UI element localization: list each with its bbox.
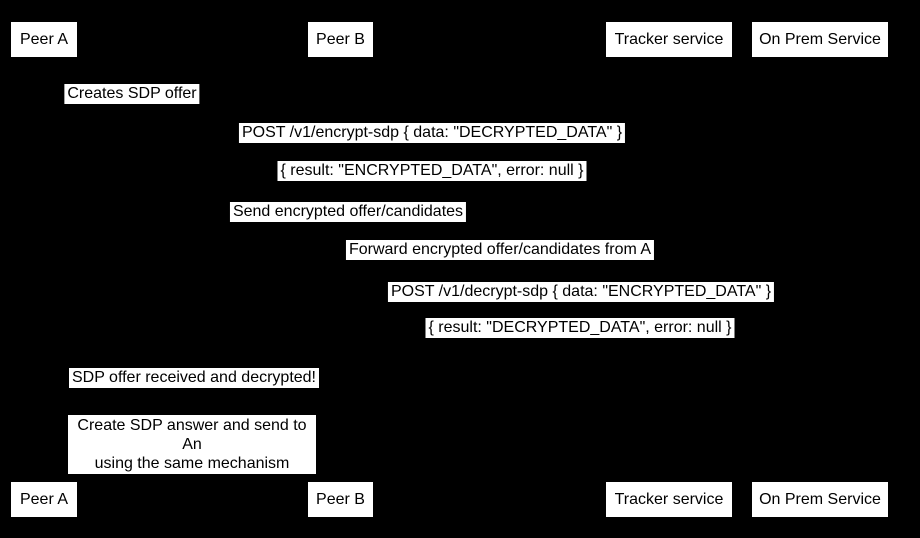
participant-peer-b-top: Peer B — [308, 22, 373, 57]
message-sdp-offer-received: SDP offer received and decrypted! — [69, 368, 319, 388]
participant-label: On Prem Service — [759, 30, 881, 48]
participant-label: Tracker service — [614, 30, 724, 48]
participant-tracker-service-top: Tracker service — [606, 22, 732, 57]
participant-peer-b-bottom: Peer B — [308, 482, 373, 517]
message-result-encrypted-data: { result: "ENCRYPTED_DATA", error: null … — [277, 161, 587, 181]
participant-peer-a-bottom: Peer A — [11, 482, 77, 517]
note-line-2: using the same mechanism — [94, 455, 290, 472]
participant-label: Peer A — [19, 30, 69, 48]
participant-tracker-service-bottom: Tracker service — [606, 482, 732, 517]
message-post-decrypt-sdp: POST /v1/decrypt-sdp { data: "ENCRYPTED_… — [387, 282, 775, 302]
message-post-encrypt-sdp: POST /v1/encrypt-sdp { data: "DECRYPTED_… — [238, 123, 626, 143]
participant-on-prem-service-bottom: On Prem Service — [752, 482, 888, 517]
message-send-encrypted-offer: Send encrypted offer/candidates — [229, 202, 467, 222]
participant-label: Peer B — [316, 30, 365, 48]
participant-label: Peer A — [19, 490, 69, 508]
message-forward-encrypted-offer: Forward encrypted offer/candidates from … — [345, 240, 655, 260]
participant-peer-a-top: Peer A — [11, 22, 77, 57]
participant-label: Tracker service — [614, 490, 724, 508]
message-result-decrypted-data: { result: "DECRYPTED_DATA", error: null … — [425, 318, 735, 338]
note-line-1: Create SDP answer and send to An — [77, 417, 307, 453]
participant-label: On Prem Service — [759, 490, 881, 508]
note-create-sdp-answer: Create SDP answer and send to An using t… — [68, 415, 316, 474]
participant-on-prem-service-top: On Prem Service — [752, 22, 888, 57]
participant-label: Peer B — [316, 490, 365, 508]
message-creates-sdp-offer: Creates SDP offer — [64, 84, 200, 104]
